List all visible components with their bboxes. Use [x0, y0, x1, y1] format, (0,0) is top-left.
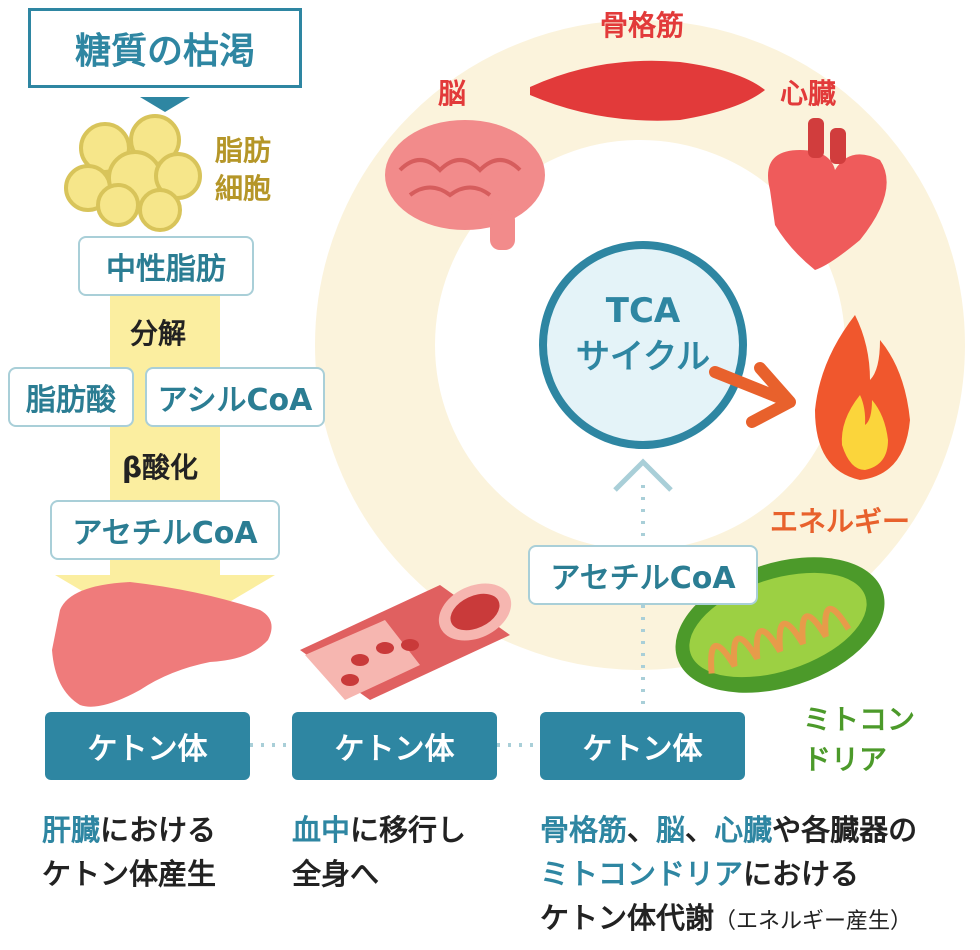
caption-text: 、 [685, 813, 715, 847]
mito-label-line: ドリア [803, 743, 888, 776]
caption-highlight: 心臓 [714, 813, 773, 847]
tca-circle [539, 241, 747, 449]
mitochondria-label: ミトコン ドリア [803, 700, 915, 780]
caption-text: における [743, 857, 860, 891]
caption-highlight: ミトコンドリア [540, 857, 744, 891]
beta-oxidation-label: β酸化 [122, 451, 199, 484]
mito-label-line: ミトコン [803, 703, 916, 736]
caption-blood: 血中に移行し 全身へ [292, 808, 466, 896]
caption-liver: 肝臓における ケトン体産生 [42, 808, 216, 896]
caption-text: に移行し [350, 813, 467, 847]
caption-line: 肝臓における [42, 808, 216, 852]
fat-cell-label-line: 細胞 [215, 172, 272, 205]
fatty-acid-box: 脂肪酸 [8, 367, 134, 427]
caption-line: 血中に移行し [292, 808, 466, 852]
neutral-fat-box: 中性脂肪 [78, 236, 254, 296]
acetyl-coa-right-box: アセチルCoA [528, 545, 758, 605]
caption-text: ケトン体代謝 [540, 901, 715, 935]
energy-arrow-icon [709, 362, 796, 428]
page-title: 糖質の枯渇 [28, 8, 302, 88]
caption-small: （エネルギー産生） [714, 909, 913, 934]
brain-label: 脳 [438, 77, 467, 110]
muscle-label: 骨格筋 [600, 9, 685, 42]
caption-line: 骨格筋、脳、心臓や各臓器の [540, 808, 917, 852]
fat-cell-label: 脂肪 細胞 [215, 132, 271, 208]
caption-line: ミトコンドリアにおける [540, 852, 917, 896]
ketone-box-organs: ケトン体 [540, 712, 745, 780]
tca-label: TCA サイクル [543, 288, 743, 380]
caption-organs: 骨格筋、脳、心臓や各臓器の ミトコンドリアにおける ケトン体代謝（エネルギー産生… [540, 808, 917, 944]
acyl-coa-box: アシルCoA [145, 367, 325, 427]
caption-highlight: 肝臓 [42, 813, 101, 847]
ketone-box-blood: ケトン体 [292, 712, 497, 780]
fat-cell-icon [64, 114, 202, 232]
caption-text: 、 [627, 813, 657, 847]
decompose-label: 分解 [130, 317, 187, 350]
energy-label: エネルギー [770, 505, 911, 538]
caption-line: ケトン体産生 [42, 857, 217, 891]
fat-cell-label-line: 脂肪 [215, 134, 272, 167]
caption-highlight: 血中 [292, 813, 351, 847]
caption-line: 全身へ [292, 857, 380, 891]
caption-text: や各臓器の [772, 813, 918, 847]
liver-icon [52, 582, 272, 707]
caption-highlight: 骨格筋 [540, 813, 628, 847]
caption-text: における [100, 813, 217, 847]
tca-line: サイクル [575, 337, 711, 377]
brain-icon [385, 120, 545, 250]
muscle-icon [530, 60, 765, 121]
caption-highlight: 脳 [656, 813, 686, 847]
up-chevron-icon [613, 458, 673, 492]
blood-vessel-icon [300, 583, 512, 700]
heart-label: 心臓 [780, 77, 837, 110]
heart-icon [768, 118, 887, 270]
flame-icon [815, 315, 910, 480]
tca-line: TCA [605, 291, 681, 331]
caption-line: ケトン体代謝（エネルギー産生） [540, 896, 917, 944]
acetyl-coa-left-box: アセチルCoA [50, 500, 280, 560]
title-down-arrow-icon [140, 97, 190, 112]
ketone-box-liver: ケトン体 [45, 712, 250, 780]
